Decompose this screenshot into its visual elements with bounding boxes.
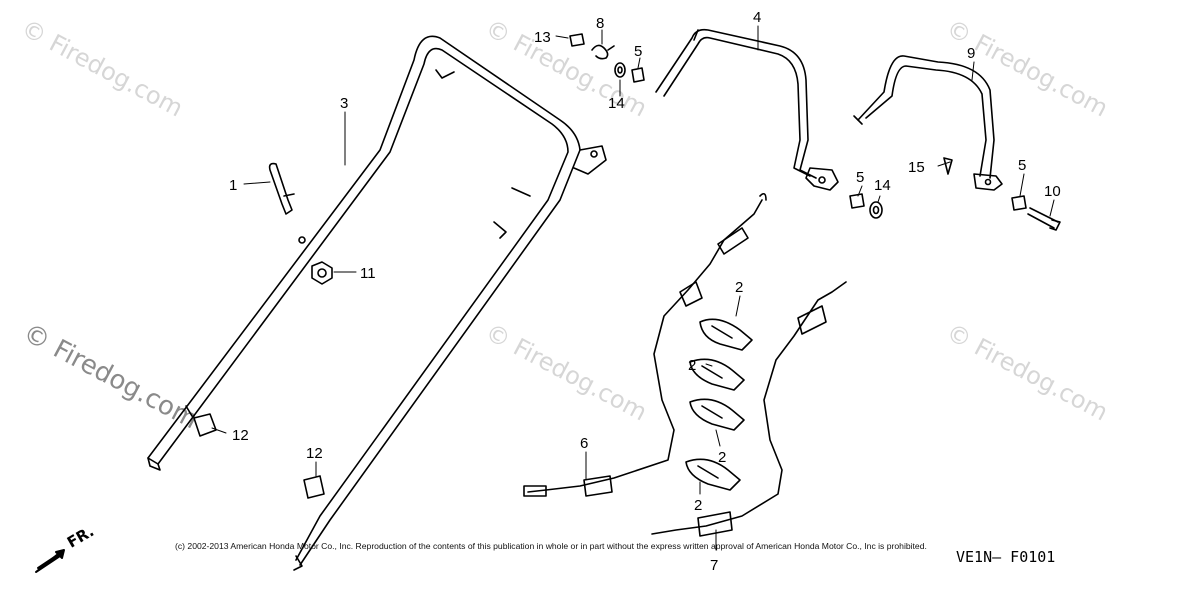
callout-14-b: 14 — [874, 177, 891, 194]
front-direction-arrow — [35, 549, 65, 573]
cable-part-6 — [523, 192, 767, 497]
cable-part-7 — [651, 281, 847, 537]
pin-part-15 — [943, 157, 953, 175]
washer-part-14-b — [869, 201, 883, 219]
clip-part-12-a — [185, 405, 217, 437]
callout-11: 11 — [360, 265, 376, 282]
callout-7: 7 — [710, 557, 718, 574]
collar-part-5-a — [631, 67, 645, 83]
callout-2-b: 2 — [688, 357, 696, 374]
clip-part-12-b — [303, 475, 325, 499]
callout-12-b: 12 — [306, 445, 323, 462]
bolt-part-1 — [268, 162, 295, 215]
callout-13: 13 — [534, 29, 551, 46]
callout-12-a: 12 — [232, 427, 249, 444]
callout-2-a: 2 — [735, 279, 743, 296]
upper-rod-part-4 — [655, 28, 839, 191]
callout-5-b: 5 — [856, 169, 864, 186]
cable-clip-part-2-d — [685, 458, 741, 491]
callout-5-c: 5 — [1018, 157, 1026, 174]
upper-rod-part-9 — [853, 55, 1003, 191]
callout-9: 9 — [967, 45, 975, 62]
callout-8: 8 — [596, 15, 604, 32]
cable-clip-part-2-c — [689, 398, 745, 431]
callout-14-a: 14 — [608, 95, 625, 112]
cable-clip-part-2-b — [689, 358, 745, 391]
callout-10: 10 — [1044, 183, 1061, 200]
copyright-notice: (c) 2002-2013 American Honda Motor Co., … — [175, 541, 927, 551]
leader-lines — [211, 25, 1055, 551]
collar-part-13 — [569, 33, 585, 47]
handle-frame-part-3 — [147, 35, 607, 571]
callout-15: 15 — [908, 159, 925, 176]
spring-part-8 — [591, 44, 615, 60]
nut-part-11 — [311, 261, 333, 285]
callout-2-c: 2 — [718, 449, 726, 466]
washer-part-14-a — [614, 62, 626, 78]
callout-3: 3 — [340, 95, 348, 112]
cable-clip-part-2-a — [699, 318, 753, 351]
collar-part-5-c — [1011, 195, 1027, 211]
callout-5-a: 5 — [634, 43, 642, 60]
callout-2-d: 2 — [694, 497, 702, 514]
callout-4: 4 — [753, 9, 761, 26]
bolt-part-10 — [1027, 207, 1061, 231]
callout-1: 1 — [229, 177, 237, 194]
callout-numbers: 1 2 2 2 2 3 4 5 5 5 6 7 8 9 10 11 12 12 … — [229, 9, 1061, 574]
collar-part-5-b — [849, 193, 865, 209]
diagram-code: VE1N– F0101 — [956, 548, 1056, 566]
callout-6: 6 — [580, 435, 588, 452]
